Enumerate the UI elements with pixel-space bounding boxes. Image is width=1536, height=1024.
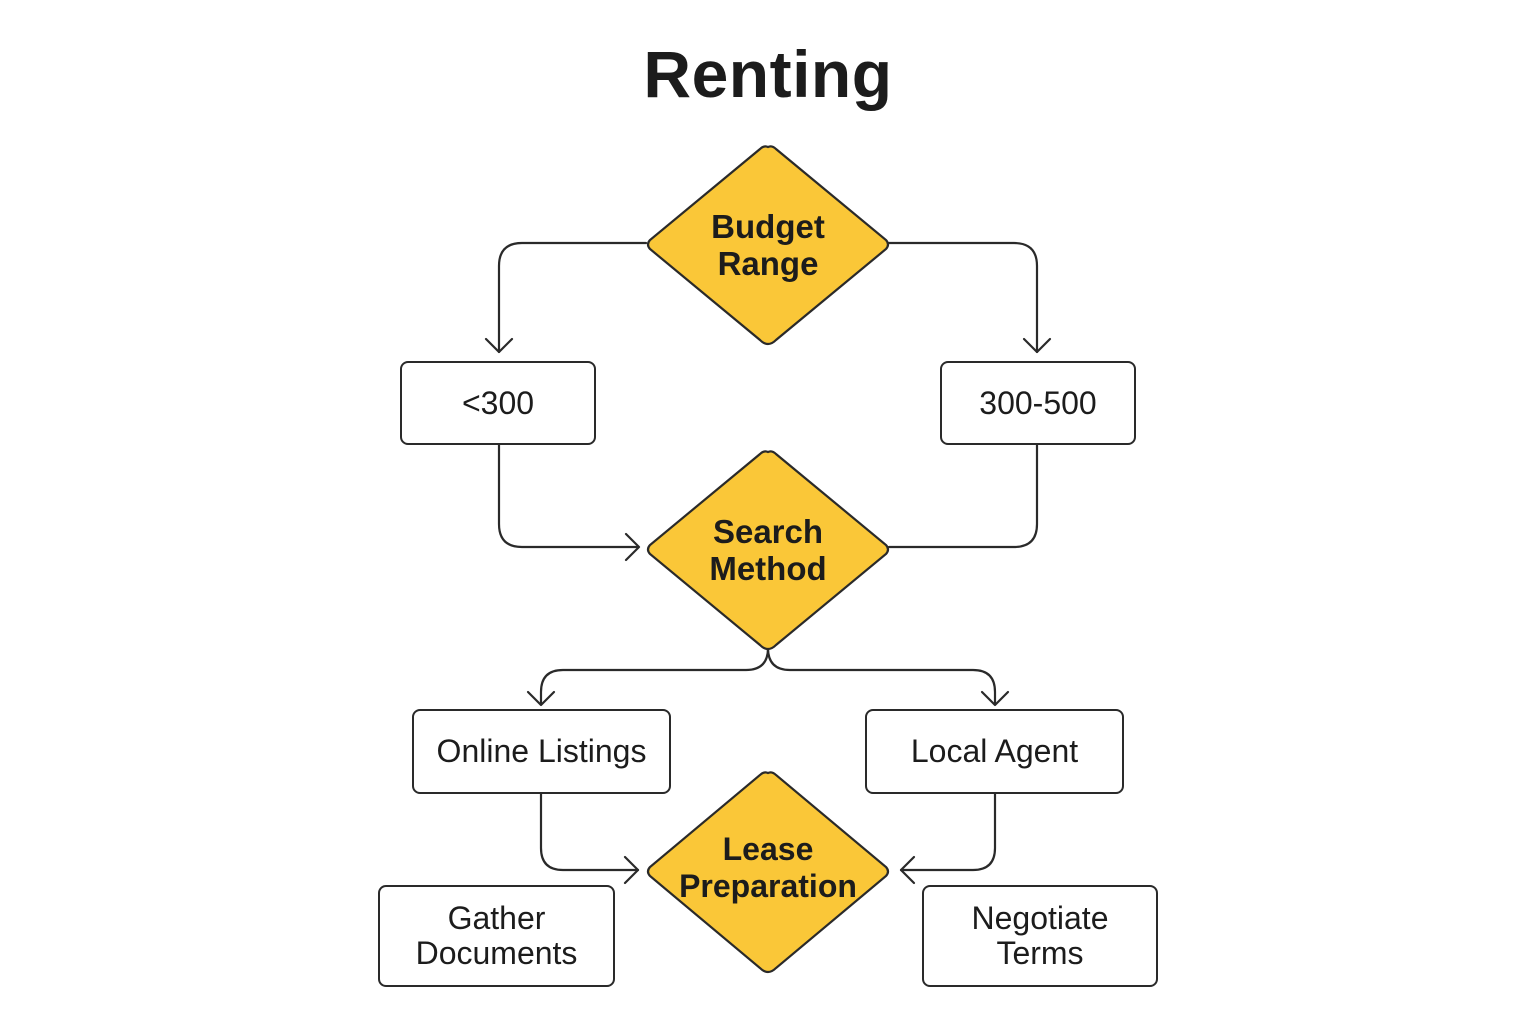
budget-range-label: Budget Range <box>711 207 825 282</box>
decision-diamond-shape <box>646 145 890 346</box>
negotiate-terms-node[interactable]: Negotiate Terms <box>922 885 1158 987</box>
decision-diamond-shape <box>646 450 890 651</box>
budget-range-decision[interactable]: Budget Range <box>645 145 891 346</box>
arrowhead-search-method <box>624 532 641 562</box>
edge-budget-to-300-500 <box>887 241 1039 354</box>
edge-search-to-agent <box>766 646 997 706</box>
arrowhead-300-500 <box>1022 337 1052 354</box>
diagram-title: Renting <box>643 37 893 111</box>
search-method-label: Search Method <box>709 512 827 587</box>
lease-preparation-label: Lease Preparation <box>679 830 857 904</box>
under-300-node[interactable]: <300 <box>400 361 596 445</box>
edge-300-500-to-search <box>887 442 1039 549</box>
decision-diamond-shape <box>646 771 890 974</box>
lease-preparation-decision[interactable]: Lease Preparation <box>645 771 891 974</box>
local-agent-node[interactable]: Local Agent <box>865 709 1124 794</box>
edge-budget-to-under-300 <box>497 241 648 354</box>
arrowhead-lease-right <box>899 855 916 885</box>
edge-search-to-online <box>539 646 770 706</box>
online-listings-node[interactable]: Online Listings <box>412 709 671 794</box>
arrowhead-local-agent <box>980 690 1010 707</box>
arrowhead-online-listings <box>526 690 556 707</box>
edge-under-300-to-search <box>497 442 640 549</box>
300-500-node[interactable]: 300-500 <box>940 361 1136 445</box>
gather-documents-node[interactable]: Gather Documents <box>378 885 615 987</box>
edge-online-to-lease <box>539 792 640 872</box>
edge-agent-to-lease <box>899 792 997 872</box>
arrowhead-under-300 <box>484 337 514 354</box>
search-method-decision[interactable]: Search Method <box>645 450 891 651</box>
arrowhead-lease-left <box>623 855 640 885</box>
